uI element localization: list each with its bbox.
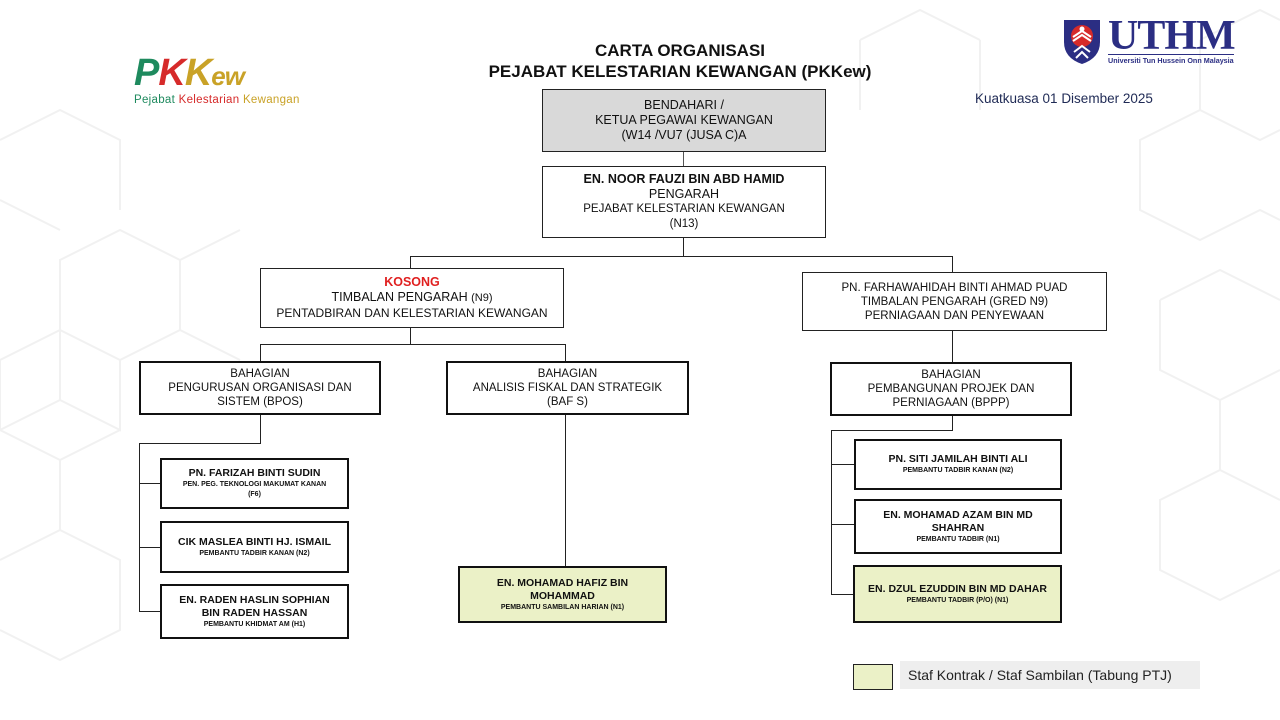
pkkew-logo-letter: K [184,52,212,94]
node-line: KETUA PEGAWAI KEWANGAN [595,113,773,127]
legend-label: Staf Kontrak / Staf Sambilan (Tabung PTJ… [900,661,1200,689]
vacancy-status: KOSONG [384,275,440,289]
connector [831,464,855,465]
connector [952,256,953,273]
uthm-logo: UTHM Universiti Tun Hussein Onn Malaysia [1062,13,1242,68]
pkkew-logo-letter: K [158,52,185,94]
staff-name: CIK MASLEA BINTI HJ. ISMAIL [177,535,332,548]
node-title: PENGARAH [648,187,720,201]
node-line: PENGURUSAN ORGANISASI DAN [168,382,352,394]
pkkew-logo-subtitle: Pejabat Kelestarian Kewangan [134,94,314,106]
staff-name: EN. MOHAMAD HAFIZ BIN [496,576,629,589]
node-unit: PERNIAGAAN DAN PENYEWAAN [864,309,1045,322]
node-line: ANALISIS FISKAL DAN STRATEGIK [472,382,663,394]
uthm-logo-wordmark: UTHM [1108,13,1236,59]
connector [410,256,953,257]
staff-node-contract[interactable]: EN. DZUL EZUDDIN BIN MD DAHAR PEMBANTU T… [853,565,1062,623]
node-unit: PENTADBIRAN DAN KELESTARIAN KEWANGAN [276,306,548,320]
connector [683,237,684,257]
title-line-1: CARTA ORGANISASI [595,41,765,60]
connector [139,443,140,612]
staff-role: PEMBANTU TADBIR (N1) [916,535,1000,543]
staff-name-cont: MOHAMMAD [530,589,595,602]
pkkew-subtitle-part: Kelestarian [178,94,243,106]
node-name: PN. FARHAWAHIDAH BINTI AHMAD PUAD [841,281,1068,294]
connector [831,430,832,595]
connector [410,256,411,269]
org-node-pengarah[interactable]: EN. NOOR FAUZI BIN ABD HAMID PENGARAH PE… [542,166,826,238]
connector [831,594,855,595]
connector [565,344,566,362]
node-line: (BAF S) [547,396,588,408]
connector [565,414,566,568]
staff-name: PN. SITI JAMILAH BINTI ALI [888,453,1028,465]
uthm-logo-subtitle: Universiti Tun Hussein Onn Malaysia [1108,54,1234,65]
node-line: (W14 /VU7 (JUSA C)A [621,128,747,142]
pkkew-subtitle-part: Pejabat [134,94,179,106]
node-name: EN. NOOR FAUZI BIN ABD HAMID [583,172,785,186]
connector [139,443,261,444]
staff-name: EN. RADEN HASLIN SOPHIAN [179,593,330,606]
page-title: CARTA ORGANISASI PEJABAT KELESTARIAN KEW… [380,40,980,82]
org-node-bendahari[interactable]: BENDAHARI / KETUA PEGAWAI KEWANGAN (W14 … [542,89,826,152]
pkkew-logo: PKKew Pejabat Kelestarian Kewangan [134,54,314,112]
connector [260,344,566,345]
pkkew-logo-letter: P [134,52,159,94]
connector [139,547,161,548]
staff-name: EN. MOHAMAD AZAM BIN MD [883,508,1033,521]
staff-node[interactable]: PN. SITI JAMILAH BINTI ALI PEMBANTU TADB… [854,439,1062,490]
connector [831,524,855,525]
legend-swatch [853,664,893,690]
pkkew-logo-letter: ew [211,61,245,91]
connector [410,327,411,345]
node-line: BAHAGIAN [537,368,598,380]
staff-name: PN. FARIZAH BINTI SUDIN [188,467,321,479]
org-node-deputy-left[interactable]: KOSONG TIMBALAN PENGARAH (N9) PENTADBIRA… [260,268,564,328]
connector [952,330,953,363]
staff-role: PEMBANTU KHIDMAT AM (H1) [203,620,306,628]
staff-role: PEMBANTU SAMBILAN HARIAN (N1) [500,603,625,611]
connector [952,414,953,431]
staff-role: PEMBANTU TADBIR (P/O) (N1) [906,596,1009,604]
node-line: PEMBANGUNAN PROJEK DAN [867,383,1035,395]
connector [260,414,261,444]
uthm-crest-icon [1064,20,1100,64]
connector [831,430,953,431]
staff-grade: (F6) [248,491,261,498]
org-node-division-bpos[interactable]: BAHAGIAN PENGURUSAN ORGANISASI DAN SISTE… [139,361,381,415]
node-line: BENDAHARI / [644,98,724,112]
connector [139,483,161,484]
org-node-deputy-right[interactable]: PN. FARHAWAHIDAH BINTI AHMAD PUAD TIMBAL… [802,272,1107,331]
connector [139,611,161,612]
pkkew-subtitle-part: Kewangan [242,94,300,106]
node-title: TIMBALAN PENGARAH [331,290,468,304]
connector [683,151,684,167]
staff-node-contract[interactable]: EN. MOHAMAD HAFIZ BIN MOHAMMAD PEMBANTU … [458,566,667,623]
staff-node[interactable]: CIK MASLEA BINTI HJ. ISMAIL PEMBANTU TAD… [160,521,349,573]
staff-name-cont: SHAHRAN [931,521,985,534]
staff-name: EN. DZUL EZUDDIN BIN MD DAHAR [868,582,1047,595]
node-office: PEJABAT KELESTARIAN KEWANGAN [583,203,785,215]
title-line-2: PEJABAT KELESTARIAN KEWANGAN (PKKew) [488,62,872,81]
staff-role: PEN. PEG. TEKNOLOGI MAKUMAT KANAN [182,481,327,488]
node-title: TIMBALAN PENGARAH (GRED N9) [860,295,1049,308]
org-node-division-bppp[interactable]: BAHAGIAN PEMBANGUNAN PROJEK DAN PERNIAGA… [830,362,1072,416]
staff-role: PEMBANTU TADBIR KANAN (N2) [902,467,1014,474]
node-line: PERNIAGAAN (BPPP) [892,397,1010,409]
node-grade: (N13) [669,218,699,230]
connector [260,344,261,362]
staff-node[interactable]: EN. MOHAMAD AZAM BIN MD SHAHRAN PEMBANTU… [854,499,1062,554]
node-line: BAHAGIAN [230,368,290,380]
staff-name-cont: BIN RADEN HASSAN [201,606,308,619]
node-line: SISTEM (BPOS) [217,396,303,408]
node-line: BAHAGIAN [921,369,981,381]
staff-node[interactable]: PN. FARIZAH BINTI SUDIN PEN. PEG. TEKNOL… [160,458,349,509]
node-title-row: TIMBALAN PENGARAH (N9) [331,290,492,306]
staff-node[interactable]: EN. RADEN HASLIN SOPHIAN BIN RADEN HASSA… [160,584,349,639]
staff-role: PEMBANTU TADBIR KANAN (N2) [199,549,310,557]
node-grade: (N9) [471,292,493,304]
effective-date: Kuatkuasa 01 Disember 2025 [975,91,1153,106]
org-node-division-bafs[interactable]: BAHAGIAN ANALISIS FISKAL DAN STRATEGIK (… [446,361,689,415]
